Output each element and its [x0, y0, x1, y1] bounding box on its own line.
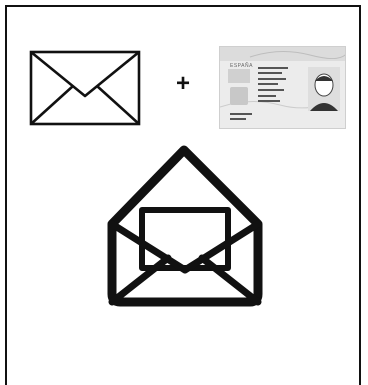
id-card-country-text: ESPAÑA	[230, 63, 253, 69]
id-card-image: ESPAÑA	[219, 46, 346, 129]
plus-sign: +	[176, 72, 190, 96]
open-envelope-icon	[98, 140, 274, 313]
closed-envelope-icon	[29, 50, 141, 131]
